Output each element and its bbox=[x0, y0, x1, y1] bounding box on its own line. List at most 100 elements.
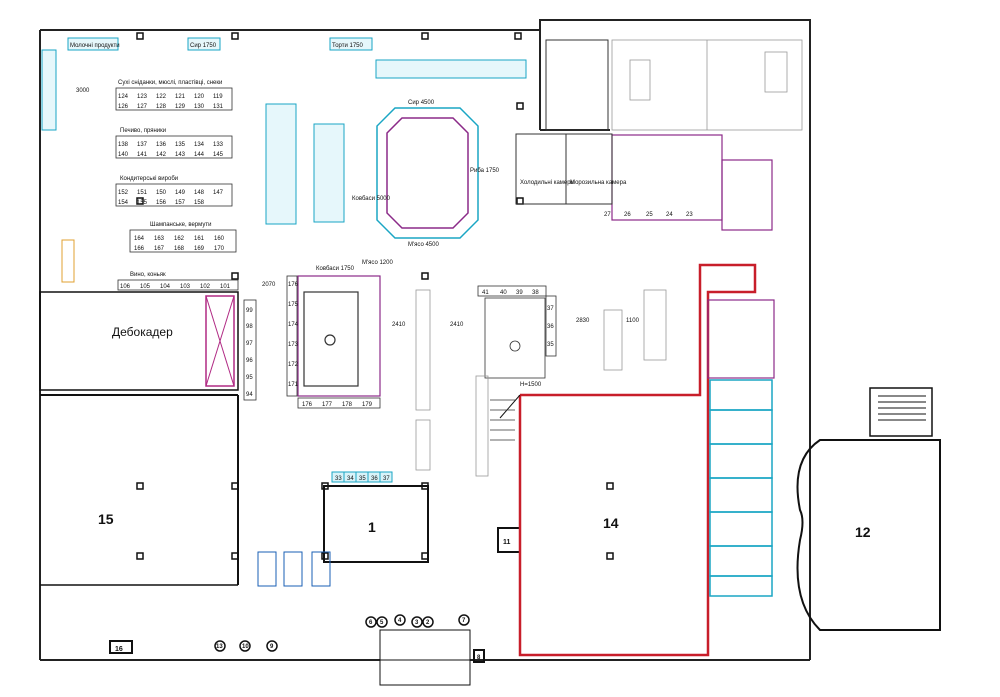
shelf-cell: 164 bbox=[134, 236, 145, 242]
zone-15: 15 bbox=[40, 394, 239, 586]
col-left-cell: 96 bbox=[246, 358, 253, 364]
row-service-cell: 27 bbox=[604, 212, 611, 218]
shelf-cell: 102 bbox=[200, 284, 211, 290]
shelf-cell: 124 bbox=[118, 94, 129, 100]
col-mid-cell: 173 bbox=[288, 342, 299, 348]
shelf-cell: 131 bbox=[213, 104, 224, 110]
stairs bbox=[490, 399, 515, 441]
col-mid-cell: 172 bbox=[288, 362, 299, 368]
shelf-cell: 170 bbox=[214, 246, 225, 252]
zone-15-label: 15 bbox=[98, 511, 114, 527]
aisle-shelves bbox=[415, 289, 667, 477]
zone-11: 11 bbox=[497, 527, 521, 553]
offices bbox=[611, 39, 803, 131]
deli-counter bbox=[376, 107, 479, 239]
zone-1: 1 33 34 35 36 37 bbox=[323, 471, 429, 563]
row-top-right-cell: 41 bbox=[482, 290, 489, 296]
zone-16-label: 16 bbox=[115, 646, 123, 653]
zone-12-label: 12 bbox=[855, 524, 871, 540]
marker-label: 6 bbox=[369, 620, 373, 626]
col-left-cell: 95 bbox=[246, 375, 253, 381]
shelf-row-label: Кондитерські вироби bbox=[120, 176, 178, 182]
row-near1-cell: 37 bbox=[383, 476, 390, 482]
counter-label: М'ясо 4500 bbox=[408, 242, 439, 248]
shelf-grid bbox=[115, 87, 239, 291]
row-service-cell: 23 bbox=[686, 212, 693, 218]
row-service-cell: 25 bbox=[646, 212, 653, 218]
row-service-cell: 26 bbox=[624, 212, 631, 218]
shelf-cell: 148 bbox=[194, 190, 205, 196]
zone-14: 14 bbox=[499, 263, 757, 657]
shelf-row-label: Вино, коньяк bbox=[130, 272, 166, 278]
shelf-cell: 122 bbox=[156, 94, 167, 100]
shelf-cell: 136 bbox=[156, 142, 167, 148]
row-near1-cell: 33 bbox=[335, 476, 342, 482]
dim-label: 2070 bbox=[262, 282, 276, 288]
col-right-cell: 35 bbox=[547, 342, 554, 348]
shelf-cell: 160 bbox=[214, 236, 225, 242]
col-mid-cell: 174 bbox=[288, 322, 299, 328]
counter-label: Ковбаси 5000 bbox=[352, 196, 391, 202]
counter-label: Сир 4500 bbox=[408, 100, 435, 106]
row-service-cell: 24 bbox=[666, 212, 673, 218]
row-top-right-cell: 38 bbox=[532, 290, 539, 296]
shelf-cell: 130 bbox=[194, 104, 205, 110]
shelf-cell: 121 bbox=[175, 94, 186, 100]
dim-label: 1100 bbox=[626, 318, 640, 324]
shelf-cell: 155 bbox=[137, 200, 148, 206]
shelf-cell: 167 bbox=[154, 246, 165, 252]
right-block bbox=[477, 285, 557, 379]
marker-label: 2 bbox=[426, 620, 430, 626]
counter-label: М'ясо 1200 bbox=[362, 260, 393, 266]
dock-label: Дебокадер bbox=[112, 325, 173, 339]
shelf-cell: 168 bbox=[174, 246, 185, 252]
shelf-cell: 166 bbox=[134, 246, 145, 252]
zone-12: 12 bbox=[796, 387, 941, 631]
shelf-cell: 145 bbox=[213, 152, 224, 158]
shelf-cell: 103 bbox=[180, 284, 191, 290]
shelf-cell: 123 bbox=[137, 94, 148, 100]
shelf-cell: 133 bbox=[213, 142, 224, 148]
shelf-cell: 126 bbox=[118, 104, 129, 110]
room-label: Холодильні камери bbox=[520, 180, 574, 186]
shelf-cell: 169 bbox=[194, 246, 205, 252]
marker-label: 4 bbox=[398, 618, 402, 624]
shelf-cell: 147 bbox=[213, 190, 224, 196]
entrance bbox=[379, 629, 485, 686]
shelf-cell: 152 bbox=[118, 190, 129, 196]
marker-label: 13 bbox=[216, 644, 223, 650]
marker-label: 3 bbox=[415, 620, 419, 626]
row-top-right-cell: 39 bbox=[516, 290, 523, 296]
marker-label: 8 bbox=[477, 655, 481, 661]
shelf-cell: 119 bbox=[213, 94, 223, 100]
col-right-cell: 36 bbox=[547, 324, 554, 330]
left-shelving bbox=[61, 239, 75, 283]
shelf-cell: 129 bbox=[175, 104, 186, 110]
counter-label: Риба 1750 bbox=[470, 168, 500, 174]
shelf-cell: 154 bbox=[118, 200, 129, 206]
col-bottom-cell: 177 bbox=[322, 402, 333, 408]
col-mid-cell: 171 bbox=[288, 382, 299, 388]
shelf-cell: 137 bbox=[137, 142, 148, 148]
shelf-cell: 141 bbox=[137, 152, 148, 158]
marker-circles bbox=[214, 614, 470, 652]
checkouts bbox=[257, 551, 331, 587]
shelf-row-label: Шампанське, вермути bbox=[150, 222, 211, 228]
shelf-cell: 158 bbox=[194, 200, 205, 206]
shelf-row-label: Сухі сніданки, мюслі, пластівці, снеки bbox=[118, 80, 222, 86]
dim-label: H=1500 bbox=[520, 382, 542, 388]
top-label: Сир 1750 bbox=[190, 43, 217, 49]
shelf-cell: 150 bbox=[156, 190, 167, 196]
service-walls bbox=[611, 134, 775, 379]
service-rooms bbox=[709, 379, 773, 597]
shelf-cell: 151 bbox=[137, 190, 148, 196]
dim-label: 2410 bbox=[450, 322, 464, 328]
col-mid-cell: 175 bbox=[288, 302, 299, 308]
shelf-cell: 106 bbox=[120, 284, 131, 290]
col-left-cell: 99 bbox=[246, 308, 253, 314]
shelf-cell: 157 bbox=[175, 200, 186, 206]
col-left-cell: 94 bbox=[246, 392, 253, 398]
dock-area: Дебокадер bbox=[39, 291, 239, 391]
dim-label: 3000 bbox=[76, 88, 90, 94]
